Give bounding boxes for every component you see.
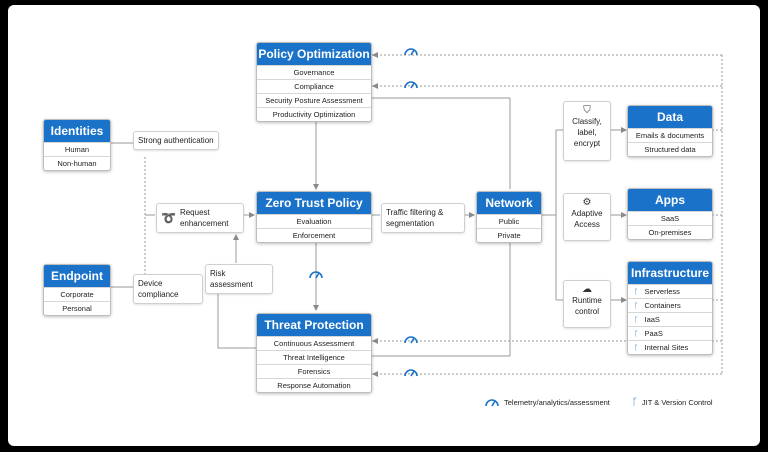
node-row: Emails & documents <box>628 128 712 142</box>
node-title: Data <box>628 106 712 128</box>
node-row: Human <box>44 142 110 156</box>
label-request-enhancement: ➰ Request enhancement <box>156 203 244 233</box>
gauge-icon <box>309 271 323 279</box>
node-endpoint: Endpoint Corporate Personal <box>43 264 111 316</box>
gauge-icon <box>485 399 499 407</box>
label-text: Runtime control <box>572 296 602 316</box>
node-row: Security Posture Assessment <box>257 93 371 107</box>
branch-icon: ᚴ <box>631 396 638 408</box>
node-row: Threat Intelligence <box>257 350 371 364</box>
label-text: Traffic filtering & segmentation <box>386 208 444 228</box>
row-label: Containers <box>644 301 681 310</box>
node-row: On-premises <box>628 225 712 239</box>
label-strong-authentication: Strong authentication <box>133 131 219 150</box>
row-label: Internal Sites <box>644 343 689 352</box>
node-network: Network Public Private <box>476 191 542 243</box>
node-row: Enforcement <box>257 228 371 242</box>
node-row: Non-human <box>44 156 110 170</box>
arrowhead-threat-bottom <box>372 371 378 377</box>
node-title: Zero Trust Policy <box>257 192 371 214</box>
label-text: Device compliance <box>138 279 179 299</box>
node-title: Policy Optimization <box>257 43 371 65</box>
row-label: PaaS <box>644 329 663 338</box>
node-row: ᚴ Internal Sites <box>628 340 712 354</box>
node-policy-optimization: Policy Optimization Governance Complianc… <box>256 42 372 122</box>
node-title: Network <box>477 192 541 214</box>
label-traffic-filtering: Traffic filtering & segmentation <box>381 203 465 233</box>
node-row: Governance <box>257 65 371 79</box>
legend-telemetry-label: Telemetry/analytics/assessment <box>504 397 610 407</box>
branch-icon: ᚴ <box>634 287 639 296</box>
node-row: Personal <box>44 301 110 315</box>
row-label: IaaS <box>644 315 660 324</box>
branch-icon: ᚴ <box>634 315 639 324</box>
label-adaptive-access: ⚙ Adaptive Access <box>563 193 611 241</box>
label-runtime-control: ☁ Runtime control <box>563 280 611 328</box>
node-row: Compliance <box>257 79 371 93</box>
branch-icon: ᚴ <box>634 329 639 338</box>
node-row: Response Automation <box>257 378 371 392</box>
label-text: Adaptive Access <box>571 209 603 229</box>
node-data: Data Emails & documents Structured data <box>627 105 713 157</box>
node-title: Apps <box>628 189 712 211</box>
node-row: ᚴ PaaS <box>628 326 712 340</box>
gauge-icon <box>404 336 418 344</box>
node-infrastructure: Infrastructure ᚴ Serverless ᚴ Containers ᚴ… <box>627 261 713 355</box>
node-apps: Apps SaaS On-premises <box>627 188 713 240</box>
legend-jit-label: JIT & Version Control <box>641 397 713 407</box>
node-row: ᚴ IaaS <box>628 312 712 326</box>
node-row: ᚴ Serverless <box>628 284 712 298</box>
node-row: Evaluation <box>257 214 371 228</box>
label-text: Request enhancement <box>179 208 229 228</box>
node-title: Endpoint <box>44 265 110 287</box>
gauge-icon <box>404 369 418 377</box>
branch-icon: ᚴ <box>634 343 639 352</box>
gauge-icon <box>404 48 418 56</box>
node-row: SaaS <box>628 211 712 225</box>
line-threat-risk <box>217 292 256 349</box>
label-risk-assessment: Risk assessment <box>205 264 273 294</box>
arrowhead-policy <box>372 83 378 89</box>
arrowhead-policy-top <box>372 52 378 58</box>
legend: Telemetry/analytics/assessment ᚴ JIT & V… <box>484 396 734 408</box>
cloud-icon: ☁ <box>582 284 592 295</box>
node-title: Infrastructure <box>628 262 712 284</box>
row-label: Serverless <box>644 287 680 296</box>
node-row: Continuous Assessment <box>257 336 371 350</box>
label-text: Classify, label, encrypt <box>572 117 602 148</box>
node-row: Productivity Optimization <box>257 107 371 121</box>
node-threat-protection: Threat Protection Continuous Assessment … <box>256 313 372 393</box>
node-row: Structured data <box>628 142 712 156</box>
node-row: Corporate <box>44 287 110 301</box>
branch-icon: ᚴ <box>634 301 639 310</box>
label-classify: ⛉ Classify, label, encrypt <box>563 101 611 161</box>
node-title: Identities <box>44 120 110 142</box>
node-row: Private <box>477 228 541 242</box>
label-text: Risk assessment <box>210 269 253 289</box>
shield-icon: ⛉ <box>583 105 591 116</box>
node-zero-trust-policy: Zero Trust Policy Evaluation Enforcement <box>256 191 372 243</box>
node-row: Public <box>477 214 541 228</box>
node-identities: Identities Human Non-human <box>43 119 111 171</box>
node-row: ᚴ Containers <box>628 298 712 312</box>
gear-icon: ⚙ <box>582 197 592 208</box>
label-device-compliance: Device compliance <box>133 274 203 304</box>
node-title: Threat Protection <box>257 314 371 336</box>
gauge-icon <box>404 81 418 89</box>
label-text: Strong authentication <box>138 136 214 145</box>
arrowhead-threat <box>372 338 378 344</box>
node-row: Forensics <box>257 364 371 378</box>
fingerprint-icon: ➰ <box>161 210 176 225</box>
